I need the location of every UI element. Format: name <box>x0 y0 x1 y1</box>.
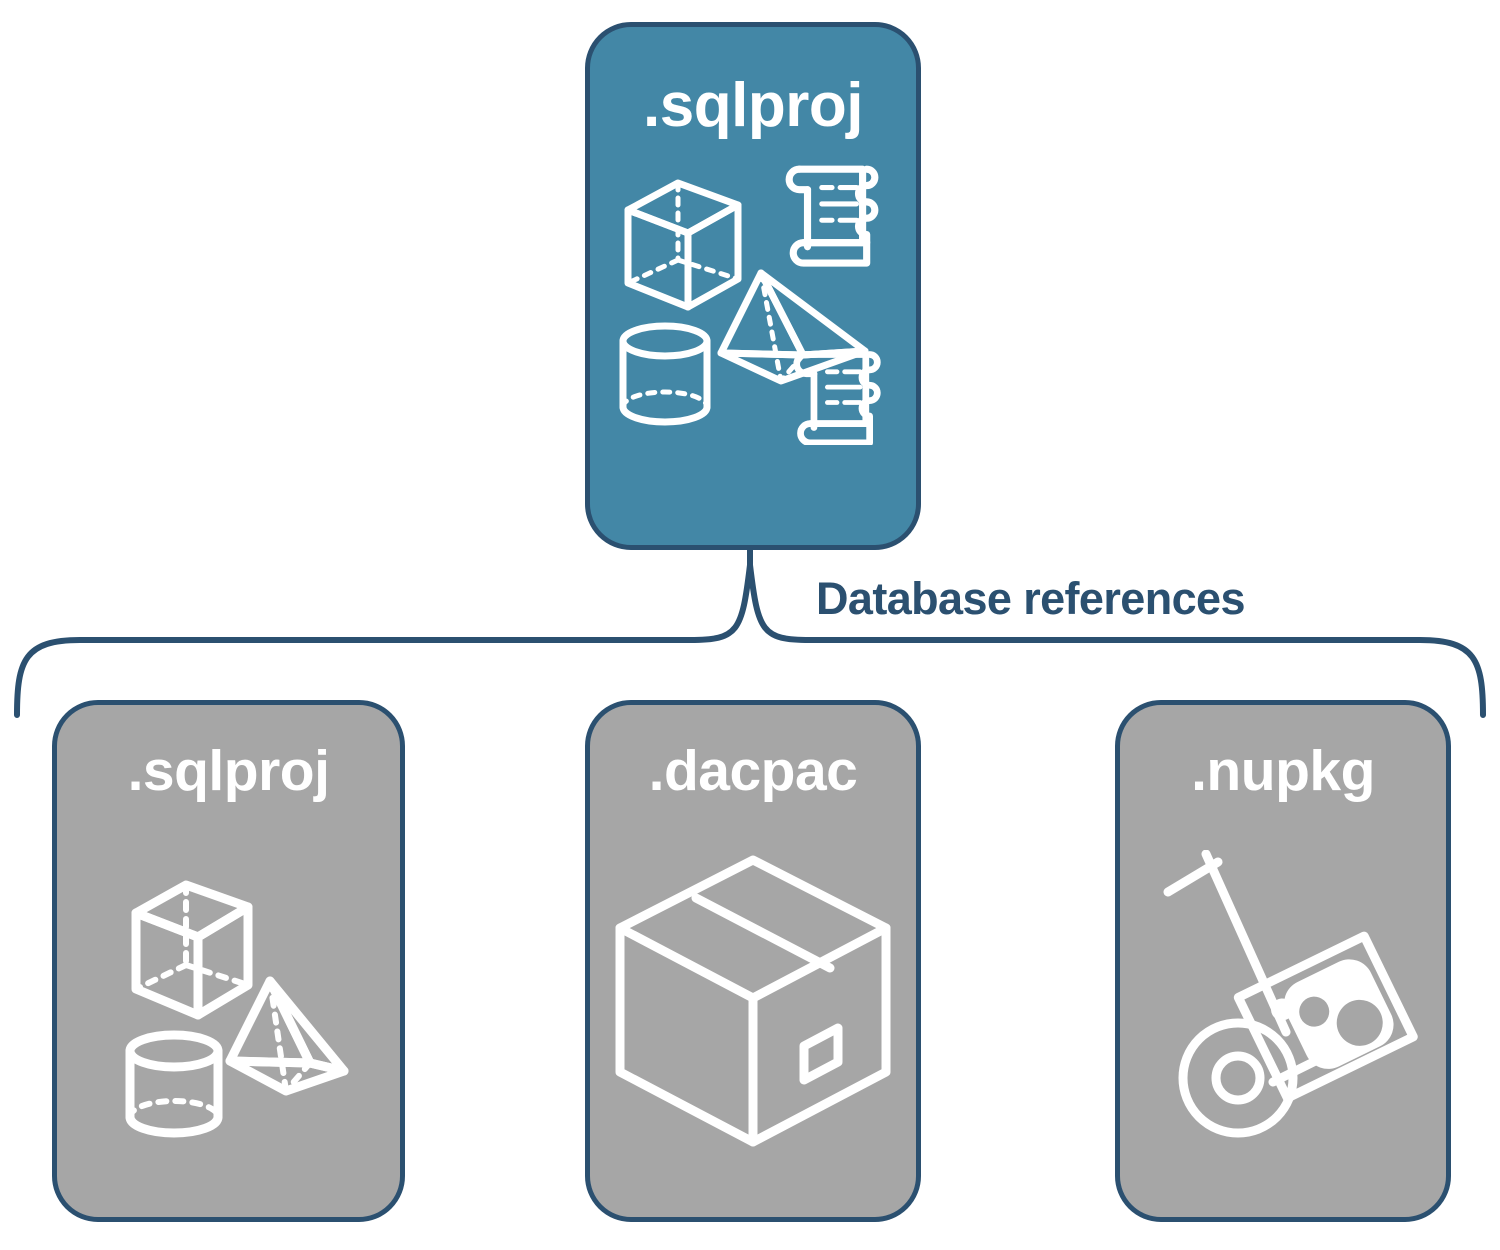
node-title: .sqlproj <box>643 71 863 140</box>
reference-card-dacpac[interactable]: .dacpac <box>585 700 921 1222</box>
node-icon-group <box>590 835 916 1165</box>
connector-label: Database references <box>816 573 1245 624</box>
node-title: .dacpac <box>648 739 858 803</box>
cylinder-icon <box>619 322 711 426</box>
reference-card-nupkg[interactable]: .nupkg <box>1115 700 1451 1222</box>
pyramid-icon <box>717 269 869 385</box>
node-icon-group <box>57 835 400 1165</box>
scroll-icon <box>793 351 881 445</box>
hand-truck-icon <box>1163 850 1418 1138</box>
pyramid-icon <box>225 976 348 1096</box>
shapes-icon-group <box>125 880 348 1138</box>
node-title: .sqlproj <box>127 739 330 803</box>
node-icon-group <box>590 155 916 445</box>
cube-icon <box>624 179 742 311</box>
scroll-icon <box>785 165 879 267</box>
package-box-icon <box>615 855 891 1147</box>
node-icon-group <box>1120 835 1446 1165</box>
node-card-sqlproj-root[interactable]: .sqlproj <box>585 22 921 550</box>
shapes-and-scripts-icon-group <box>619 165 881 445</box>
cube-icon <box>131 880 252 1020</box>
reference-card-sqlproj[interactable]: .sqlproj <box>52 700 405 1222</box>
cylinder-icon <box>125 1030 222 1138</box>
node-title: .nupkg <box>1191 739 1375 803</box>
